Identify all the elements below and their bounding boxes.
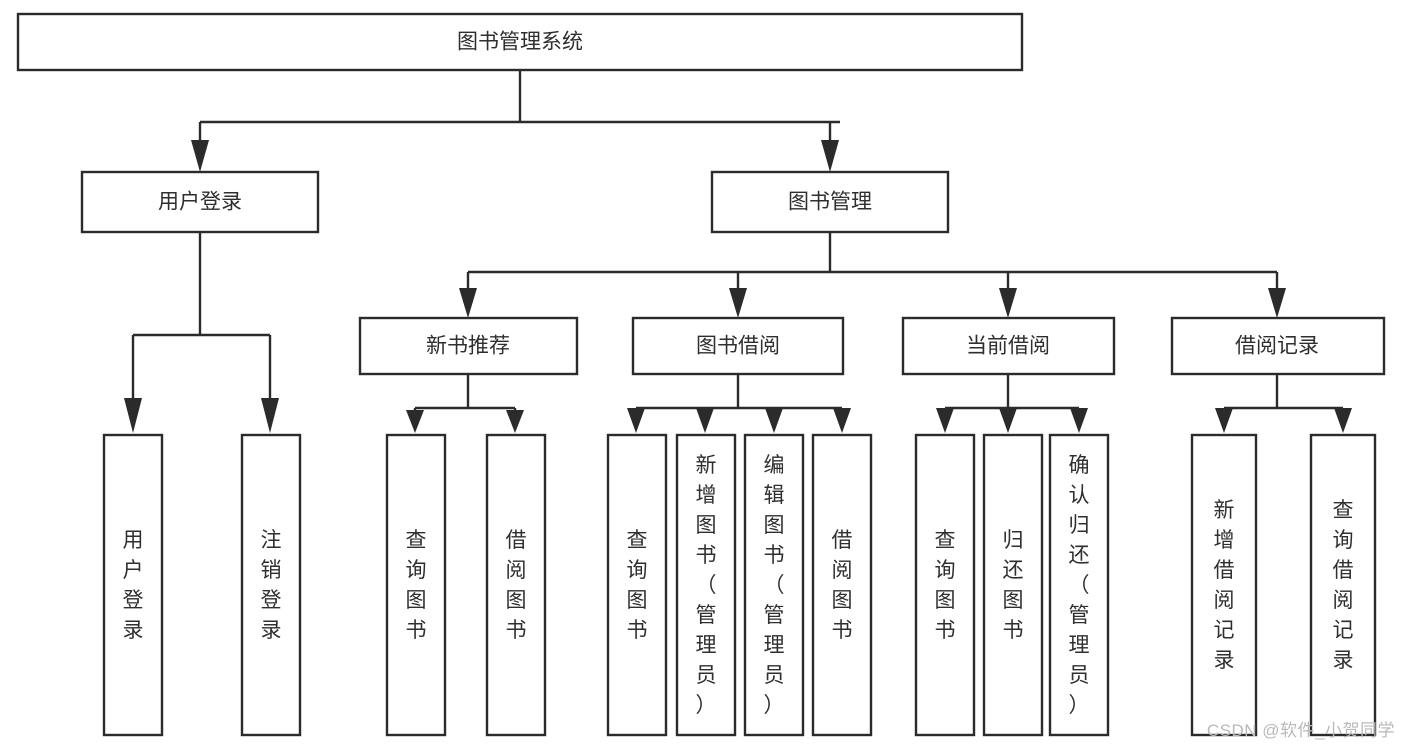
leaf-br-query-record-box[interactable]	[1309, 433, 1377, 737]
arrow-head-bb-leaf-2	[696, 408, 714, 433]
leaf-br-add-record[interactable]: 新增借阅记录	[1190, 433, 1258, 737]
arrow-head-new-book	[459, 288, 477, 318]
arrow-head-book-borrow	[729, 288, 747, 318]
leaf-bb-borrow-book[interactable]: 借阅图书	[811, 433, 873, 737]
arrow-head-bb-leaf-3	[765, 408, 783, 433]
arrow-head-borrow-record	[1268, 288, 1286, 318]
connectors-new-book-to-leaves	[406, 374, 524, 433]
arrow-head-cb-leaf-3	[1070, 408, 1088, 433]
node-book-manage-box[interactable]	[710, 170, 950, 234]
leaf-bb-borrow-book-label: 借阅图书	[832, 529, 853, 642]
node-book-borrow-label: 图书借阅	[696, 335, 780, 358]
leaf-cb-return-book-label: 归还图书	[1003, 529, 1024, 642]
node-root-box[interactable]	[16, 12, 1024, 72]
node-book-manage[interactable]: 图书管理	[710, 170, 950, 234]
leaf-bb-edit-book[interactable]: 编辑图书（管理员）	[743, 433, 805, 737]
leaf-cb-confirm-return[interactable]: 确认归还（管理员）	[1048, 433, 1110, 737]
leaf-user-login[interactable]: 用户登录	[102, 433, 164, 737]
arrow-head-nb-leaf-1	[406, 410, 424, 433]
watermark-text: CSDN @软件_小贺同学	[1206, 721, 1395, 740]
node-user-login-box[interactable]	[80, 170, 320, 234]
leaf-cb-query-book-label: 查询图书	[935, 529, 956, 642]
leaf-logout-box[interactable]	[240, 433, 302, 737]
node-borrow-record-box[interactable]	[1170, 316, 1386, 376]
leaf-br-add-record-box[interactable]	[1190, 433, 1258, 737]
arrow-head-bb-leaf-1	[627, 408, 645, 433]
arrow-head-cb-leaf-1	[936, 408, 954, 433]
leaf-cb-confirm-return-box[interactable]	[1048, 433, 1110, 737]
leaf-nb-borrow-book[interactable]: 借阅图书	[485, 433, 547, 737]
connectors-book-borrow-to-leaves	[627, 374, 851, 433]
leaf-user-login-box[interactable]	[102, 433, 164, 737]
node-root-label: 图书管理系统	[457, 31, 583, 54]
leaf-nb-borrow-book-label: 借阅图书	[506, 529, 527, 642]
node-user-login-label: 用户登录	[158, 191, 242, 214]
leaf-br-add-record-label: 新增借阅记录	[1214, 499, 1235, 672]
node-current-borrow-label: 当前借阅	[966, 335, 1050, 358]
arrow-head-book-manage	[821, 140, 839, 172]
arrow-head-leaf-logout	[261, 398, 279, 433]
node-new-book-recommend-label: 新书推荐	[426, 335, 510, 358]
leaf-nb-query-book-box[interactable]	[385, 433, 447, 737]
node-current-borrow[interactable]: 当前借阅	[901, 316, 1116, 376]
leaf-cb-confirm-return-label: 确认归还（管理员）	[1069, 454, 1090, 717]
leaf-bb-borrow-book-box[interactable]	[811, 433, 873, 737]
leaf-cb-return-book-box[interactable]	[982, 433, 1044, 737]
leaf-nb-query-book-label: 查询图书	[406, 529, 427, 642]
node-book-borrow-box[interactable]	[631, 316, 845, 376]
node-root[interactable]: 图书管理系统	[16, 12, 1024, 72]
arrow-head-current-borrow	[999, 288, 1017, 318]
leaf-bb-edit-book-box[interactable]	[743, 433, 805, 737]
arrow-head-nb-leaf-2	[506, 410, 524, 433]
node-user-login[interactable]: 用户登录	[80, 170, 320, 234]
node-new-book-recommend[interactable]: 新书推荐	[358, 316, 579, 376]
node-new-book-recommend-box[interactable]	[358, 316, 579, 376]
leaf-user-login-label: 用户登录	[123, 529, 144, 642]
arrow-head-br-leaf-1	[1215, 408, 1233, 433]
leaf-bb-edit-book-label: 编辑图书（管理员）	[764, 454, 785, 717]
node-book-borrow[interactable]: 图书借阅	[631, 316, 845, 376]
node-borrow-record[interactable]: 借阅记录	[1170, 316, 1386, 376]
leaf-bb-add-book-label: 新增图书（管理员）	[696, 454, 717, 717]
connectors-current-borrow-to-leaves	[936, 374, 1088, 433]
arrow-head-leaf-user-login	[124, 398, 142, 433]
leaf-bb-add-book-box[interactable]	[675, 433, 737, 737]
connectors-root-to-level2	[191, 70, 840, 172]
leaf-br-query-record[interactable]: 查询借阅记录	[1309, 433, 1377, 737]
arrow-head-bb-leaf-4	[833, 408, 851, 433]
arrow-head-cb-leaf-2	[999, 408, 1017, 433]
arrow-head-user-login	[191, 140, 209, 172]
connectors-book-manage-to-level3	[459, 232, 1286, 318]
leaf-cb-return-book[interactable]: 归还图书	[982, 433, 1044, 737]
leaf-logout[interactable]: 注销登录	[240, 433, 302, 737]
leaf-cb-query-book[interactable]: 查询图书	[914, 433, 976, 737]
arrow-head-br-leaf-2	[1334, 408, 1352, 433]
leaf-logout-label: 注销登录	[261, 529, 282, 642]
node-current-borrow-box[interactable]	[901, 316, 1116, 376]
leaf-bb-query-book[interactable]: 查询图书	[606, 433, 668, 737]
node-book-manage-label: 图书管理	[788, 191, 872, 214]
connectors-user-login-to-leaves	[124, 232, 279, 433]
leaf-bb-query-book-box[interactable]	[606, 433, 668, 737]
node-borrow-record-label: 借阅记录	[1235, 335, 1319, 358]
leaf-bb-add-book[interactable]: 新增图书（管理员）	[675, 433, 737, 737]
leaf-nb-borrow-book-box[interactable]	[485, 433, 547, 737]
leaf-bb-query-book-label: 查询图书	[627, 529, 648, 642]
connectors-borrow-record-to-leaves	[1215, 374, 1352, 433]
leaf-cb-query-book-box[interactable]	[914, 433, 976, 737]
leaf-nb-query-book[interactable]: 查询图书	[385, 433, 447, 737]
leaf-br-query-record-label: 查询借阅记录	[1333, 499, 1354, 672]
